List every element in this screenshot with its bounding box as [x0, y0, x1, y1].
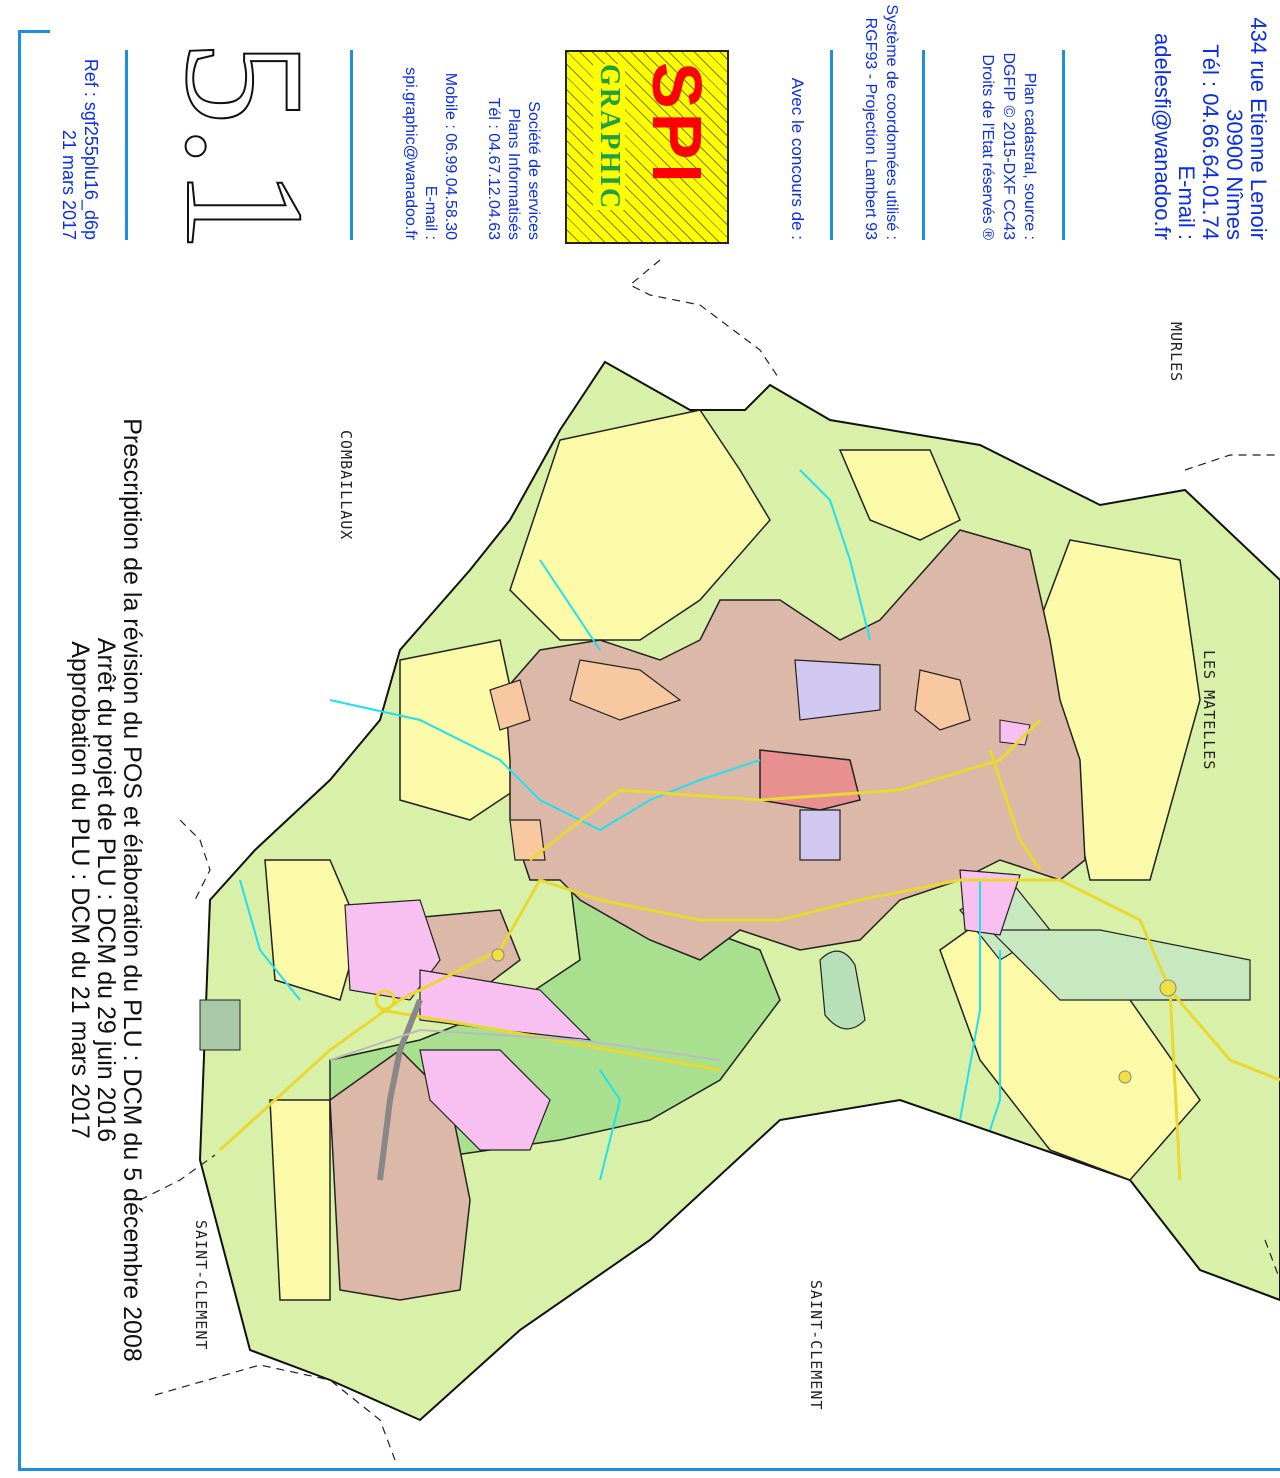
- zone-activity-3: [419, 1049, 551, 1151]
- frame-left: [18, 30, 21, 1470]
- neighbour-boundaries: [139, 259, 1280, 1461]
- concours-label: Avec le concours de :: [787, 60, 808, 240]
- cadastre-line: DGFIP © 2015-DXF CC43: [1000, 52, 1017, 240]
- spi-email: spi.graphic@wanadoo.fr: [402, 67, 419, 240]
- commune-north: MURLES: [1167, 322, 1185, 383]
- reference-date: 21 mars 2017: [59, 129, 79, 240]
- coordinate-system: Système de coordonnées utilisé : RGF93 -…: [860, 0, 902, 240]
- zone-natural-north: [509, 409, 771, 641]
- roads: [218, 718, 1280, 1181]
- zone-natural-west: [399, 639, 531, 821]
- logo-name-bottom: GRAPHIC: [593, 64, 625, 211]
- separator: [922, 50, 925, 240]
- zone-extension-1: [569, 659, 682, 721]
- spi-contact: Société de services Plans Informatisés T…: [483, 50, 543, 240]
- zone-forest-west: [199, 999, 241, 1051]
- frame-top: [18, 30, 50, 33]
- procedure-line: Prescription de la révision du POS et él…: [118, 418, 146, 1362]
- zone-pond: [819, 950, 866, 1030]
- spi-contact-2: Mobile : 06.99.04.58.30 E-mail : spi.gra…: [400, 50, 460, 240]
- cadastre-source: Plan cadastral, source : DGFIP © 2015-DX…: [977, 30, 1040, 240]
- zone-activity-4: [959, 869, 1021, 936]
- coordinate-line: RGF93 - Projection Lambert 93: [862, 17, 879, 240]
- commune-south-right: SAINT-CLEMENT: [807, 1280, 825, 1411]
- procedure-line: Arrêt du projet de PLU : DCM du 29 juin …: [92, 637, 120, 1143]
- zone-natural-south: [269, 1099, 331, 1301]
- spi-line: Plans Informatisés: [505, 108, 522, 240]
- address-line: 434 rue Etienne Lenoir: [1246, 17, 1271, 240]
- procedure-line: Approbation du PLU : DCM du 21 mars 2017: [66, 641, 94, 1139]
- zone-natural-ne: [838, 449, 961, 541]
- separator: [125, 50, 128, 240]
- zone-urban-south: [329, 1049, 471, 1301]
- zone-extension-3: [489, 679, 531, 731]
- frame-bottom: [18, 1468, 1280, 1471]
- zone-forest-east: [988, 929, 1251, 1001]
- zone-urban-main: [504, 529, 1086, 961]
- separator: [350, 50, 353, 240]
- address-email: adelesfi@wanadoo.fr: [1150, 32, 1175, 240]
- zone-facility-1: [794, 659, 881, 721]
- highway: [377, 998, 423, 1181]
- address-line: Tél : 04.66.64.01.74: [1198, 44, 1223, 240]
- address-line: E-mail :: [1174, 165, 1199, 240]
- spi-graphic-logo: SPI GRAPHIC: [565, 50, 729, 244]
- rivers: [239, 469, 1001, 1181]
- procedure-block: Prescription de la révision du POS et él…: [66, 390, 146, 1390]
- separator: [1062, 50, 1065, 240]
- spi-line: Société de services: [525, 101, 542, 240]
- separator: [830, 50, 833, 240]
- spi-line: E-mail :: [422, 185, 439, 240]
- zone-center: [759, 749, 861, 811]
- commune-east: LES MATELLES: [1200, 650, 1218, 771]
- commune-south-left: SAINT-CLEMENT: [192, 1220, 210, 1351]
- zone-facility-2: [799, 809, 841, 861]
- zone-extension-2: [914, 669, 971, 731]
- zone-extension-4: [509, 819, 546, 861]
- spi-line: Mobile : 06.99.04.58.30: [442, 72, 459, 240]
- address-line: 30900 Nîmes: [1222, 109, 1247, 240]
- logo-name-top: SPI: [638, 62, 716, 187]
- cadastre-line: Plan cadastral, source :: [1021, 72, 1038, 240]
- spi-line: Tél : 04.67.12.04.63: [485, 97, 502, 240]
- commune-west: COMBAILLAUX: [337, 430, 355, 541]
- cadastre-line: Droits de l'Etat réservés ®: [979, 54, 996, 240]
- coordinate-line: Système de coordonnées utilisé :: [883, 4, 900, 240]
- concours-text: Avec le concours de :: [788, 77, 807, 240]
- document-number: 5.1: [150, 39, 340, 254]
- reference-code: Ref : sgf255plu16_d6p: [81, 58, 101, 240]
- address-block: 434 rue Etienne Lenoir 30900 Nîmes Tél :…: [1150, 0, 1271, 240]
- reference-block: Ref : sgf255plu16_d6p 21 mars 2017: [58, 20, 102, 240]
